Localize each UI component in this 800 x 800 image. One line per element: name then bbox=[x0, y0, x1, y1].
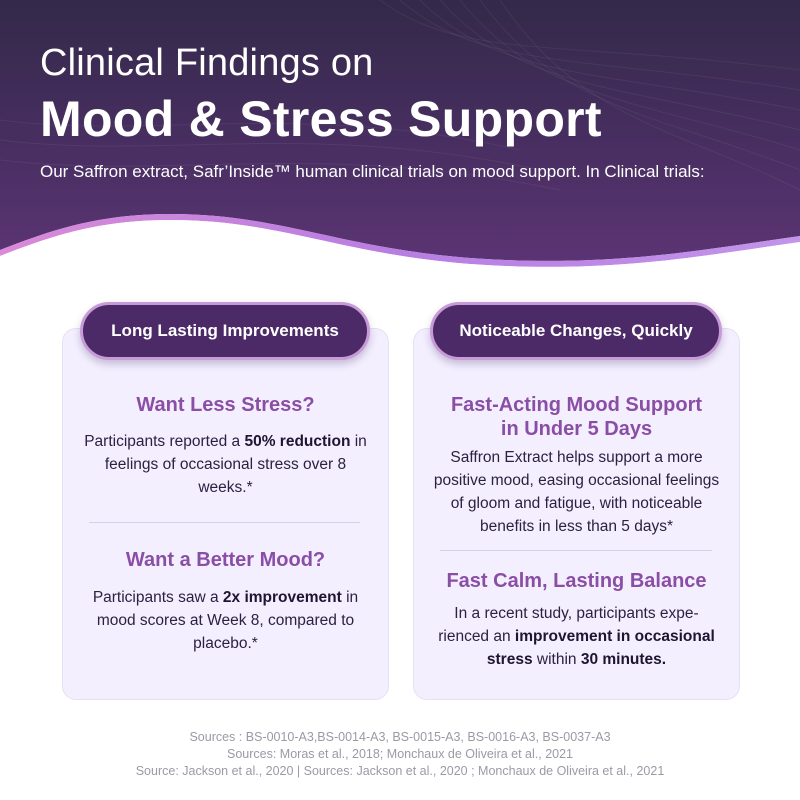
body-better-mood: Participants saw a 2x improvement in moo… bbox=[92, 589, 359, 652]
heading-fast-acting-line-1: Fast-Acting Mood Support bbox=[450, 394, 703, 416]
heading-better-mood: Want a Better Mood? bbox=[125, 549, 326, 571]
body-less-stress: Participants reported a 50% reduction in… bbox=[84, 433, 367, 496]
hero-banner: Clinical Findings on Mood & Stress Suppo… bbox=[0, 0, 800, 280]
divider-left bbox=[89, 522, 360, 523]
heading-fast-calm: Fast Calm, Lasting Balance bbox=[446, 570, 707, 592]
hero-background bbox=[0, 0, 800, 280]
pill-long-lasting: Long Lasting Improvements bbox=[80, 302, 370, 360]
body-fast-calm: In a recent study, participants expe-rie… bbox=[438, 605, 715, 668]
title-line-1: Clinical Findings on bbox=[40, 42, 374, 84]
heading-less-stress: Want Less Stress? bbox=[136, 394, 315, 416]
sources-line-1: Sources : BS-0010-A3,BS-0014-A3, BS-0015… bbox=[189, 730, 611, 744]
body-fast-acting: Saffron Extract helps support a more pos… bbox=[433, 449, 720, 535]
pill-noticeable-changes: Noticeable Changes, Quickly bbox=[430, 302, 722, 360]
divider-right bbox=[440, 550, 712, 551]
heading-fast-acting-line-2: in Under 5 Days bbox=[500, 418, 653, 440]
sources-line-3: Source: Jackson et al., 2020 | Sources: … bbox=[135, 764, 665, 778]
intro-text: Our Saffron extract, Safr’Inside™ human … bbox=[40, 162, 705, 181]
sources-line-2: Sources: Moras et al., 2018; Monchaux de… bbox=[226, 747, 574, 761]
card-noticeable-changes bbox=[413, 328, 740, 700]
card-long-lasting bbox=[62, 328, 389, 700]
title-line-2: Mood & Stress Support bbox=[40, 91, 602, 147]
